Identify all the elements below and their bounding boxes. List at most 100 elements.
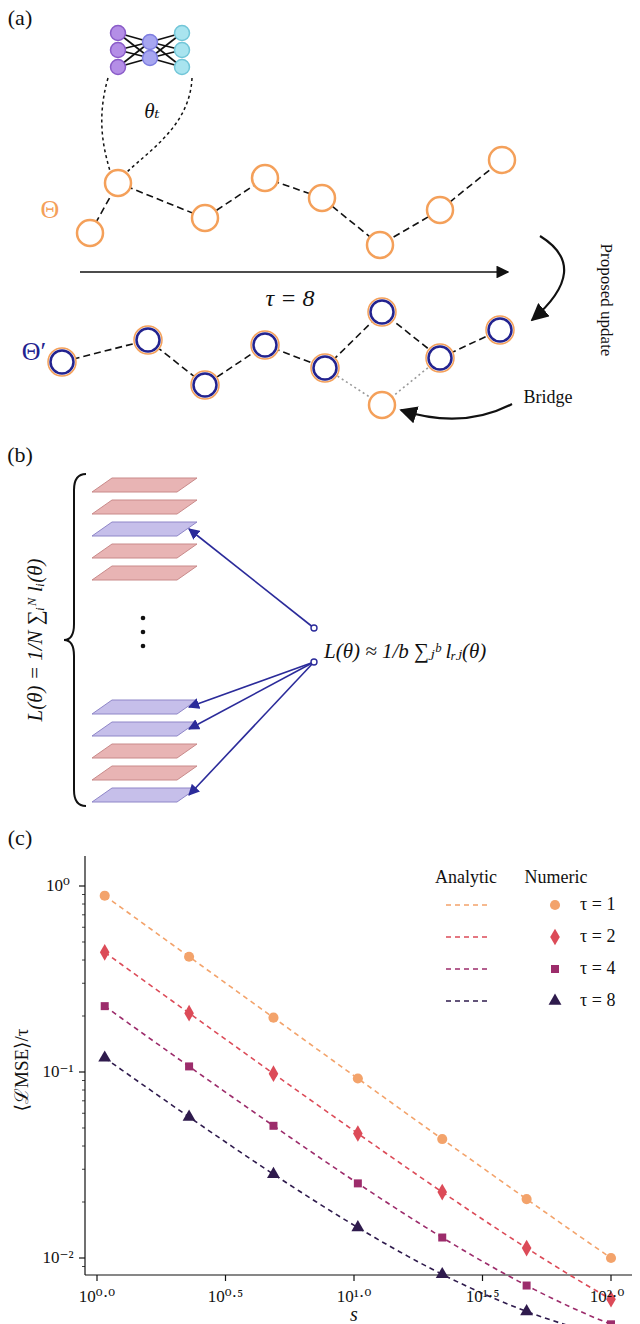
bridge-arrow <box>401 404 512 419</box>
numeric-marker <box>522 1194 532 1204</box>
panel-a-art <box>48 26 564 419</box>
numeric-marker <box>523 1282 531 1290</box>
arrow-origin <box>311 625 317 631</box>
y-minor-tick <box>82 1100 85 1101</box>
annotation: Bridge <box>524 388 573 408</box>
numeric-marker <box>269 1065 279 1082</box>
axis-label: s <box>350 1303 358 1324</box>
numeric-marker <box>185 1062 193 1070</box>
y-axis <box>84 856 85 1275</box>
sample-arrow <box>189 662 314 729</box>
sample-arrow <box>189 662 314 795</box>
analytic-curve <box>105 952 611 1299</box>
numeric-marker <box>269 1122 277 1130</box>
y-tick <box>79 1257 85 1258</box>
state-circle <box>51 351 74 374</box>
numeric-marker <box>437 1184 447 1201</box>
tick-label: 10²·⁰ <box>590 1288 625 1307</box>
data-plane <box>92 766 197 780</box>
loss-formula: L(θ) ≈ 1/b ∑ⱼᵇ lᵣⱼ(θ) <box>324 640 486 663</box>
y-minor-tick <box>82 1113 85 1114</box>
y-minor-tick <box>82 1169 85 1170</box>
y-minor-tick <box>82 1146 85 1147</box>
numeric-marker <box>268 1013 278 1023</box>
state-circle <box>314 357 337 380</box>
state-circle <box>134 326 162 354</box>
state-circle <box>48 348 76 376</box>
state-circle <box>192 205 218 231</box>
tick-label: 10⁻¹ <box>42 1063 73 1082</box>
legend-line <box>446 936 490 938</box>
tick-label: 10⁰·⁵ <box>208 1288 243 1307</box>
numeric-marker <box>436 1267 449 1278</box>
state-circle <box>371 301 394 324</box>
update-arrow <box>532 236 564 320</box>
data-plane <box>92 788 197 802</box>
data-plane <box>92 566 197 580</box>
state-circle <box>252 165 278 191</box>
legend-sample <box>446 965 559 973</box>
neuron <box>175 60 190 75</box>
y-tick <box>79 885 85 886</box>
numeric-marker <box>607 1320 615 1324</box>
state-circle <box>368 298 396 326</box>
neuron <box>111 60 126 75</box>
neuron <box>111 26 126 41</box>
numeric-marker <box>183 1110 196 1121</box>
state-circle <box>77 220 103 246</box>
legend-marker <box>551 965 559 973</box>
state-circle <box>191 371 219 399</box>
state-circle <box>426 344 454 372</box>
numeric-marker <box>353 1125 363 1142</box>
legend-header: Analytic <box>435 868 497 888</box>
state-circle <box>105 170 131 196</box>
data-plane <box>92 744 197 758</box>
panel-b-art <box>64 474 317 806</box>
x-tick <box>353 1275 354 1281</box>
state-circle <box>429 347 452 370</box>
state-circle <box>311 354 339 382</box>
zoom-line <box>102 78 110 171</box>
neuron <box>111 43 126 58</box>
y-minor-tick <box>82 927 85 928</box>
y-minor-tick <box>82 1266 85 1267</box>
state-circle <box>309 185 335 211</box>
neuron <box>143 35 158 50</box>
numeric-marker <box>354 1179 362 1187</box>
numeric-marker <box>353 1073 363 1083</box>
numeric-marker <box>101 1002 109 1010</box>
chain-link <box>90 160 502 245</box>
y-minor-tick <box>82 894 85 895</box>
numeric-marker <box>184 952 194 962</box>
ellipsis-dot <box>141 630 146 635</box>
tick-label: 10⁰·⁰ <box>79 1288 115 1307</box>
state-circle <box>137 329 160 352</box>
analytic-curve <box>105 896 611 1258</box>
state-circle <box>486 316 514 344</box>
numeric-marker <box>606 1253 616 1263</box>
arrow-origin <box>311 659 317 665</box>
x-tick <box>96 1275 97 1281</box>
panel-label: (b) <box>7 443 33 467</box>
legend-marker <box>550 929 560 946</box>
duration-label: τ = 8 <box>266 285 315 311</box>
neuron <box>175 26 190 41</box>
sample-arrow <box>189 662 314 707</box>
legend-text: τ = 8 <box>580 991 615 1011</box>
data-plane <box>92 478 197 492</box>
analytic-curve <box>105 1058 611 1324</box>
legend-sample <box>446 900 560 910</box>
state-circle <box>427 197 453 223</box>
y-minor-tick <box>82 960 85 961</box>
parameter-label: θₜ <box>144 100 160 123</box>
ellipsis-dot <box>141 644 146 649</box>
chain-link <box>62 312 500 385</box>
numeric-marker <box>520 1304 533 1315</box>
legend-line <box>446 968 490 970</box>
y-minor-tick <box>82 983 85 984</box>
legend-sample <box>446 929 560 946</box>
x-axis <box>85 1274 632 1275</box>
numeric-marker <box>438 1234 446 1242</box>
legend-sample <box>446 994 561 1005</box>
